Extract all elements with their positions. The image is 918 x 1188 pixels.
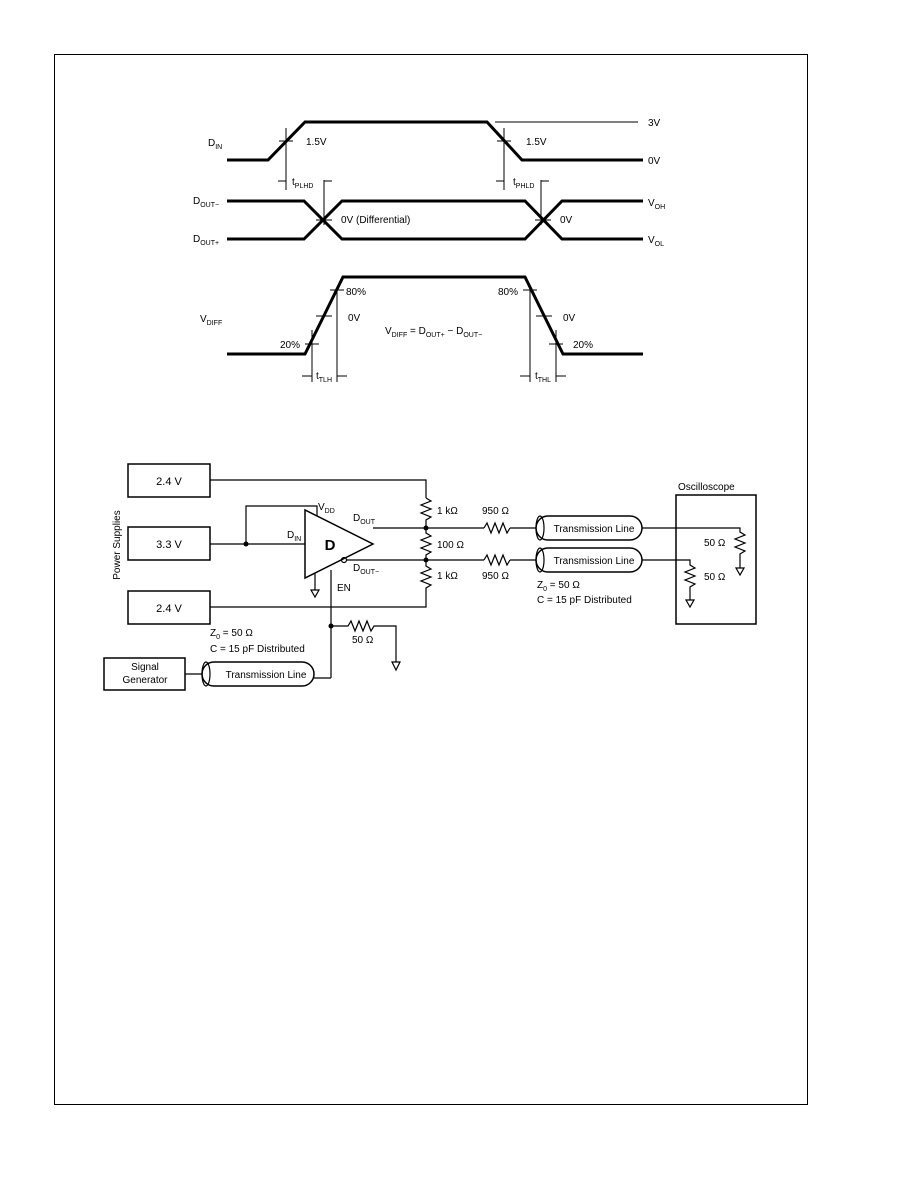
wire-top-supply (210, 479, 427, 498)
tline-top-label: Transmission Line (554, 524, 635, 535)
v15-right-label: 1.5V (526, 137, 547, 148)
tline-sig-label: Transmission Line (226, 670, 307, 681)
dout-plus-label: DOUT+ (193, 234, 219, 247)
oscilloscope-label: Oscilloscope (678, 482, 735, 493)
tline-top-end (535, 515, 545, 541)
vdiff-waveform (227, 275, 643, 356)
r50-term-label: 50 Ω (352, 635, 374, 646)
signal-generator-label-1: Signal (131, 662, 159, 673)
resistor-950-bot (483, 553, 511, 567)
p20-right-label: 20% (573, 340, 593, 351)
dout-minus-pin-label: DOUT− (353, 563, 379, 576)
osc-ground-bot-icon (684, 599, 696, 609)
v3-label: 3V (648, 118, 661, 129)
din-label: DIN (208, 138, 222, 151)
v0-label: 0V (648, 156, 661, 167)
driver-label: D (325, 537, 336, 554)
node-dout-minus (423, 557, 429, 563)
dout-pin-label: DOUT (353, 513, 376, 526)
z0-left-label: Z0 = 50 Ω (210, 628, 253, 641)
driver-triangle (304, 508, 375, 580)
resistor-100 (419, 528, 433, 560)
vdiff-equation: VDIFF = DOUT+ − DOUT− (385, 326, 482, 339)
tplhd-label: tPLHD (292, 177, 313, 190)
driver-ground-icon (309, 589, 321, 599)
r-1k-top-label: 1 kΩ (437, 506, 458, 517)
zero-b-label: 0V (563, 313, 576, 324)
node-din (243, 541, 249, 547)
signal-generator-label-2: Generator (122, 675, 168, 686)
psu-2v4-top-label: 2.4 V (156, 476, 182, 488)
tline-sig-end (201, 661, 211, 687)
psu-3v3-label: 3.3 V (156, 539, 182, 551)
power-supplies-label: Power Supplies (112, 510, 123, 579)
resistor-1k-top (419, 497, 433, 528)
r50-osc-bot-label: 50 Ω (704, 572, 726, 583)
term-ground-icon (391, 661, 401, 672)
zero-differential-label: 0V (Differential) (341, 215, 410, 226)
cap-left-label: C = 15 pF Distributed (210, 644, 305, 655)
z0-right-label: Z0 = 50 Ω (537, 580, 580, 593)
psu-2v4-bot-label: 2.4 V (156, 603, 182, 615)
resistor-1k-bot (419, 560, 433, 590)
psu-3v3-box (127, 526, 211, 561)
osc-ground-top-icon (734, 567, 746, 577)
dout-minus-waveform (227, 199, 643, 241)
osc-resistor-top (642, 527, 747, 568)
tlh-label: tTLH (316, 371, 332, 384)
p80-right-label: 80% (498, 287, 518, 298)
dout-plus-waveform (227, 199, 643, 241)
r-100-label: 100 Ω (437, 540, 464, 551)
voh-label: VOH (648, 198, 665, 211)
tline-bot-label: Transmission Line (554, 556, 635, 567)
tphld-label: tPHLD (513, 177, 534, 190)
r-950-top-label: 950 Ω (482, 506, 509, 517)
resistor-950-top (483, 521, 511, 535)
wire-vdd (245, 505, 318, 544)
psu-2v4-top-box (127, 463, 211, 498)
page-frame (54, 54, 808, 1105)
node-dout (423, 525, 429, 531)
tline-bot-end (535, 547, 545, 573)
resistor-50-term (331, 619, 397, 662)
v15-left-label: 1.5V (306, 137, 327, 148)
zero-right-label: 0V (560, 215, 573, 226)
r50-osc-top-label: 50 Ω (704, 538, 726, 549)
dout-minus-label: DOUT− (193, 196, 219, 209)
vol-label: VOL (648, 235, 664, 248)
din-pin-label: DIN (287, 530, 301, 543)
cap-right-label: C = 15 pF Distributed (537, 595, 632, 606)
p20-left-label: 20% (280, 340, 300, 351)
thl-label: tTHL (535, 371, 551, 384)
vdiff-label: VDIFF (200, 314, 222, 327)
osc-resistor-bot (642, 559, 697, 600)
wire-bot-supply (210, 590, 427, 608)
zero-a-label: 0V (348, 313, 361, 324)
vdd-label: VDD (318, 502, 335, 515)
din-waveform (227, 120, 643, 162)
psu-2v4-bot-box (127, 590, 211, 625)
r-950-bot-label: 950 Ω (482, 571, 509, 582)
p80-left-label: 80% (346, 287, 366, 298)
r-1k-bot-label: 1 kΩ (437, 571, 458, 582)
signal-generator-box (103, 657, 186, 691)
en-label: EN (337, 583, 351, 594)
